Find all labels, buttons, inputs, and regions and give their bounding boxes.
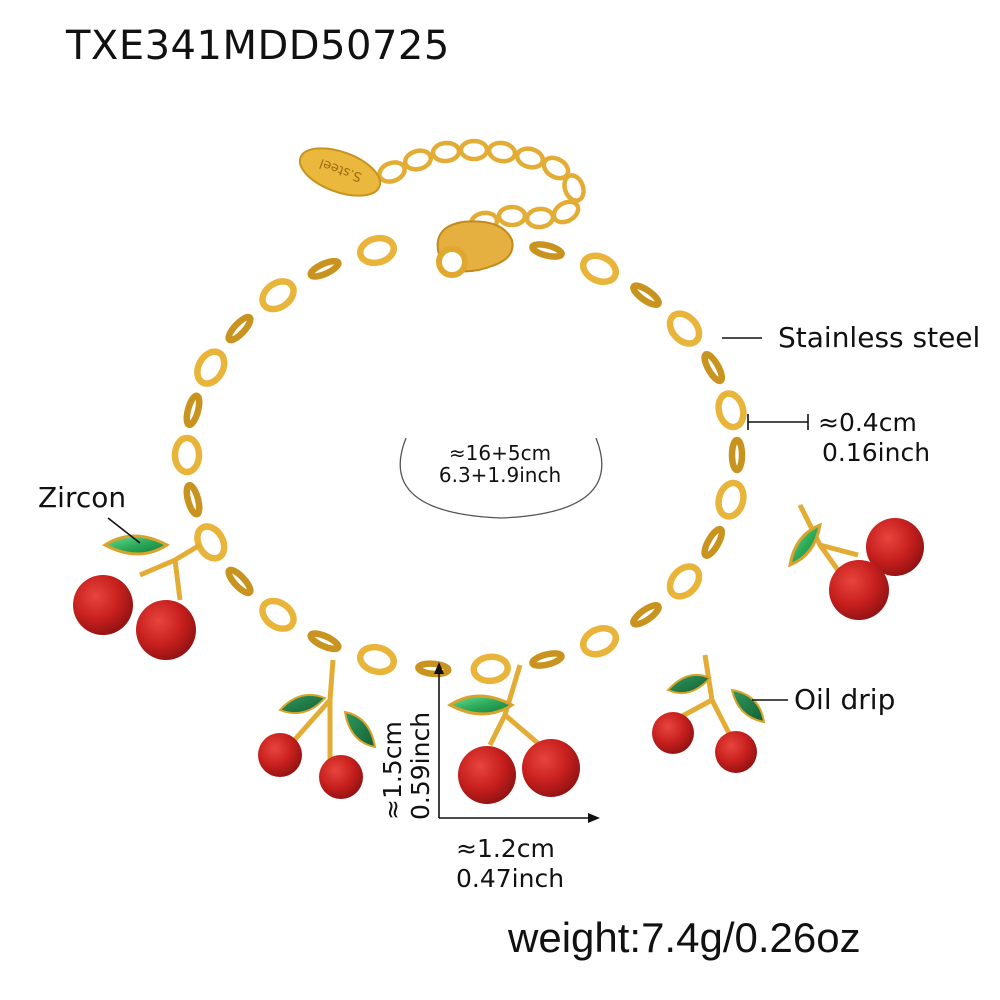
charm-height-cm: ≈1.5cm (378, 721, 407, 820)
charm-fourth (652, 654, 766, 773)
charm-second (258, 659, 377, 799)
charm-width-cm: ≈1.2cm (456, 834, 555, 863)
label-zircon: Zircon (38, 481, 127, 514)
label-oil-drip: Oil drip (794, 683, 896, 716)
charm-right (788, 503, 924, 620)
charm-height-inch: 0.59inch (406, 711, 435, 820)
label-stainless-steel: Stainless steel (778, 321, 981, 354)
charm-width-inch: 0.47inch (456, 864, 565, 893)
charm-left (73, 534, 202, 660)
product-sku: TXE341MDD50725 (66, 23, 450, 69)
link-width-cm: ≈0.4cm (818, 408, 917, 437)
length-inch: 6.3+1.9inch (438, 463, 562, 487)
length-cm: ≈16+5cm (448, 441, 552, 465)
charm-center (447, 664, 580, 804)
link-width-inch: 0.16inch (822, 438, 931, 467)
product-weight: weight:7.4g/0.26oz (508, 914, 861, 961)
